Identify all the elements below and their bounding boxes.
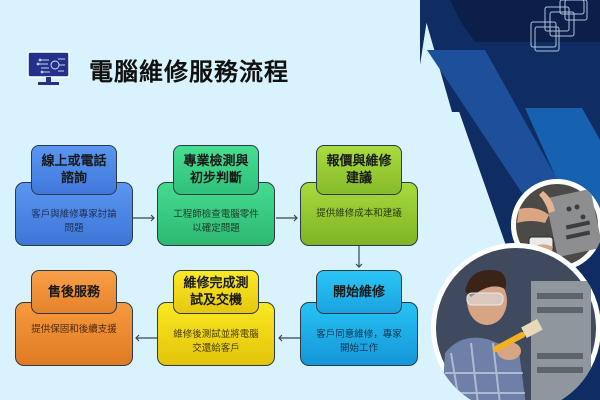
step-2-title-line-1: 專業檢測與 xyxy=(183,154,249,169)
step-6-description-line-1: 提供保固和後續支援 xyxy=(31,324,117,335)
computer-monitor-icon xyxy=(27,51,71,87)
step-3-title-line-2: 建議 xyxy=(345,171,372,186)
step-6-title-line-1: 售後服務 xyxy=(47,284,100,300)
step-2-description-line-2: 以確定問題 xyxy=(192,223,240,234)
step-1-description-line-1: 客戶與維修專家討論 xyxy=(31,209,117,220)
header: 電腦維修服務流程 xyxy=(27,51,289,87)
step-3-title-line-1: 報價與維修 xyxy=(326,154,392,169)
step-2-title-box: 專業檢測與初步判斷 xyxy=(173,145,259,195)
step-3-title-box: 報價與維修建議 xyxy=(316,145,402,195)
step-5-description-line-2: 交還給客戶 xyxy=(192,343,240,354)
step-4-title-box: 開始維修 xyxy=(316,270,402,314)
squares-decoration-icon xyxy=(530,0,588,52)
step-1-description-line-2: 問題 xyxy=(64,223,84,234)
step-3-description-line-1: 提供維修成本和建議 xyxy=(316,208,402,219)
step-4-title-line-1: 開始維修 xyxy=(332,284,385,300)
step-5-title-line-1: 維修完成測 xyxy=(183,276,249,291)
step-2-description-line-1: 工程師檢查電腦零件 xyxy=(173,209,259,220)
step-5-title-box: 維修完成測試及交機 xyxy=(173,270,259,314)
step-1-title-box: 線上或電話諮詢 xyxy=(31,145,117,195)
page-title: 電腦維修服務流程 xyxy=(89,57,289,86)
step-4-description-line-1: 客戶同意維修，專家 xyxy=(316,329,402,340)
step-1-title-line-2: 諮詢 xyxy=(60,171,87,186)
step-5-title-line-2: 試及交機 xyxy=(189,293,242,308)
step-1-title-line-1: 線上或電話 xyxy=(41,154,107,169)
step-2-title-line-2: 初步判斷 xyxy=(189,171,242,186)
technician-cleaning-pc-photo xyxy=(431,243,600,400)
step-5-description-line-1: 維修後測試並將電腦 xyxy=(173,329,259,340)
step-4-description-line-2: 開始工作 xyxy=(339,343,378,354)
hands-repairing-computer-photo xyxy=(511,179,600,271)
step-6-title-box: 售後服務 xyxy=(31,270,117,314)
